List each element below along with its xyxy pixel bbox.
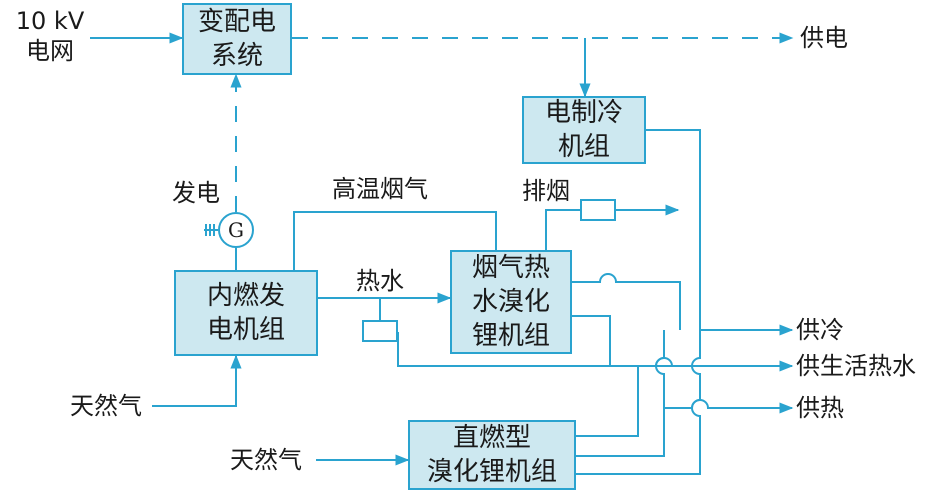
- domestic-hot-water-label: 供生活热水: [796, 352, 916, 380]
- engine-generator-box: 内燃发 电机组: [174, 270, 318, 356]
- exhaust-heat-exchanger: [580, 199, 616, 221]
- natural-gas-direct-label: 天然气: [230, 446, 302, 474]
- natural-gas-engine-label: 天然气: [70, 392, 142, 420]
- power-supply-label: 供电: [800, 24, 848, 52]
- heating-supply-label: 供热: [796, 394, 844, 422]
- flue-gas-chiller-box: 烟气热 水溴化 锂机组: [450, 250, 572, 354]
- substation-box: 变配电 系统: [182, 3, 292, 75]
- electric-chiller-box: 电制冷 机组: [522, 96, 646, 164]
- water-heat-exchanger: [362, 320, 398, 342]
- exhaust-label: 排烟: [522, 177, 570, 205]
- grid-label: 10 kV 电网: [15, 7, 85, 65]
- cooling-supply-label: 供冷: [796, 316, 844, 344]
- direct-fired-chiller-box: 直燃型 溴化锂机组: [408, 420, 576, 490]
- hot-water-label: 热水: [356, 267, 404, 295]
- power-generation-label: 发电: [172, 179, 220, 207]
- generator-symbol: G: [218, 212, 254, 248]
- high-temp-flue-label: 高温烟气: [332, 175, 428, 203]
